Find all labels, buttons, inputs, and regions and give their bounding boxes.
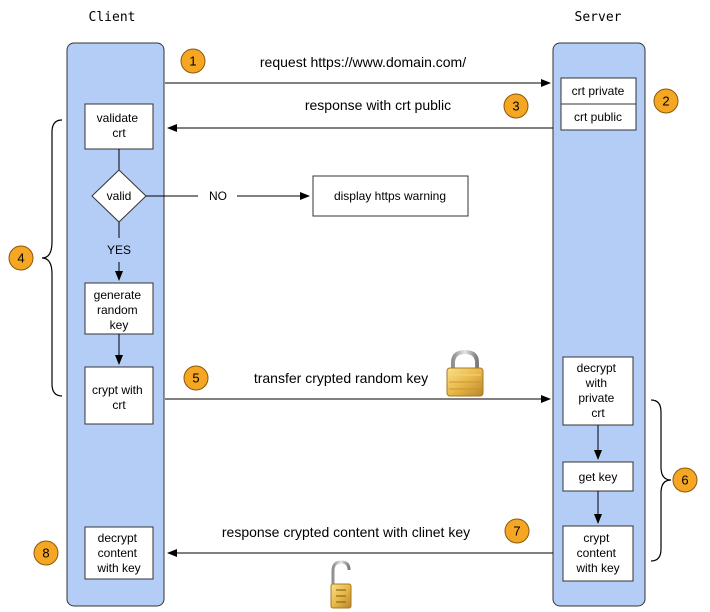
svg-text:8: 8 bbox=[42, 546, 49, 561]
generate-key-box bbox=[84, 282, 154, 335]
crypt-with-crt-label: crypt with crt bbox=[92, 383, 146, 412]
server-lane-title: Server bbox=[575, 10, 622, 25]
step-badge-2: 2 bbox=[653, 88, 679, 114]
generate-key-label: generate random key bbox=[94, 288, 145, 332]
get-key-label: get key bbox=[579, 470, 618, 484]
crt-private-label: crt private bbox=[572, 84, 625, 98]
svg-text:5: 5 bbox=[192, 371, 199, 386]
svg-text:7: 7 bbox=[513, 524, 520, 539]
get-key-box bbox=[562, 461, 634, 492]
crt-public-label: crt public bbox=[574, 110, 622, 124]
crypt-with-crt-box bbox=[84, 366, 154, 425]
response-content-label: response crypted content with clinet key bbox=[222, 524, 470, 540]
response-crt-label: response with crt public bbox=[305, 97, 451, 113]
client-decrypt-box bbox=[84, 526, 154, 580]
https-warning-label: display https warning bbox=[334, 189, 446, 203]
step-badge-7: 7 bbox=[504, 518, 530, 544]
server-decrypt-box bbox=[562, 356, 634, 426]
svg-text:6: 6 bbox=[681, 473, 688, 488]
server-crypt-box bbox=[562, 525, 634, 582]
yes-label: YES bbox=[107, 243, 131, 257]
step-badge-5: 5 bbox=[183, 365, 209, 391]
step-badge-3: 3 bbox=[503, 93, 529, 119]
client-decrypt-label: decrypt content with key bbox=[96, 531, 140, 575]
server-crypt-label: crypt content with key bbox=[575, 531, 619, 575]
step-badge-8: 8 bbox=[33, 540, 59, 566]
padlock-locked-icon bbox=[446, 349, 484, 397]
svg-text:1: 1 bbox=[189, 54, 196, 69]
validate-crt-label: validate crt bbox=[97, 111, 142, 140]
valid-label: valid bbox=[107, 189, 132, 203]
client-lane-title: Client bbox=[89, 10, 136, 25]
svg-text:4: 4 bbox=[17, 251, 24, 266]
brace-step-6 bbox=[650, 399, 672, 562]
server-decrypt-label: decrypt with private crt bbox=[577, 361, 620, 420]
step-badge-6: 6 bbox=[672, 467, 698, 493]
step-badge-1: 1 bbox=[180, 48, 206, 74]
svg-text:2: 2 bbox=[662, 94, 669, 109]
svg-text:3: 3 bbox=[512, 99, 519, 114]
request-label: request https://www.domain.com/ bbox=[260, 54, 466, 70]
transfer-key-label: transfer crypted random key bbox=[254, 370, 428, 386]
padlock-unlocked-icon bbox=[330, 560, 352, 609]
no-label: NO bbox=[209, 189, 227, 203]
https-warning-box bbox=[312, 175, 469, 217]
brace-step-4 bbox=[41, 119, 63, 397]
step-badge-4: 4 bbox=[8, 245, 34, 271]
